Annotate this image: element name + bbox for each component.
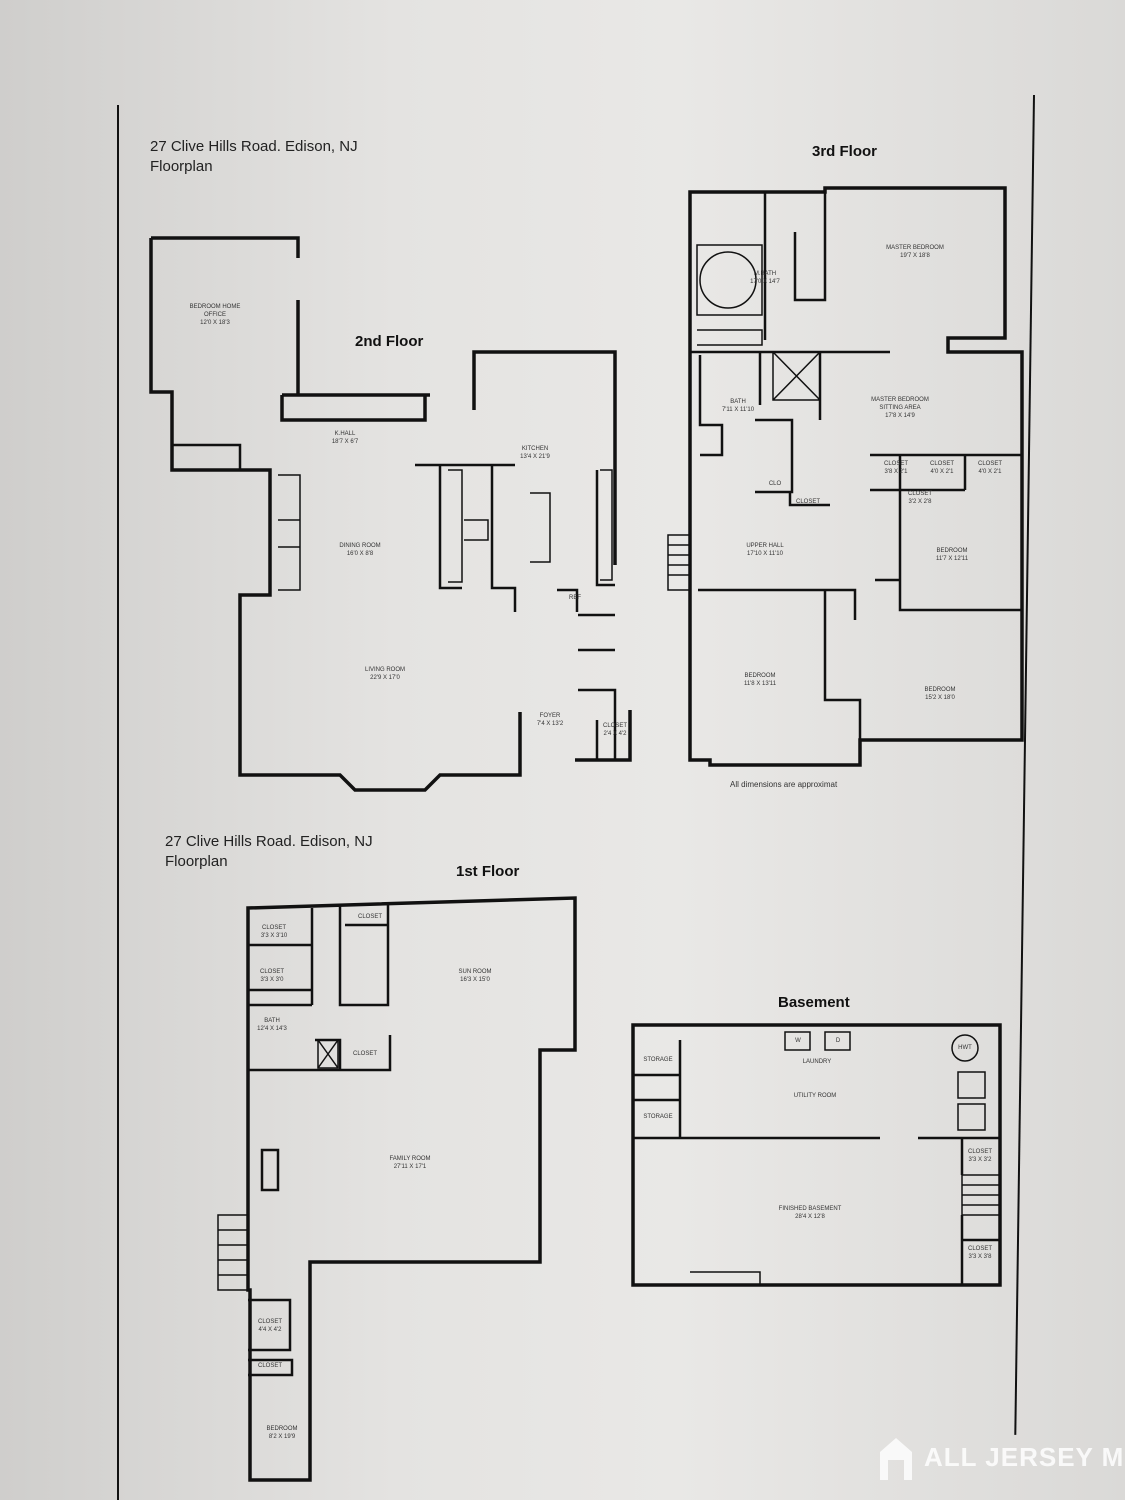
floor-title-third: 3rd Floor [812,143,878,160]
third-floor-tub-basin [699,251,757,309]
second-floor-outline [149,236,632,792]
room-label-hwt: HWT [958,1045,972,1051]
watermark-text: ALL JERSEY MLS [924,1442,1125,1472]
room-label-ref: REF [569,595,581,601]
header-bottom-subtitle: Floorplan [165,853,228,870]
room-label-utility-room: UTILITY ROOM [793,1093,837,1099]
room-label-hall-closet: CLOSET [795,499,820,505]
left-border-line [117,105,119,1500]
basement-fixtures [690,1031,1001,1285]
watermark-logo: ALL JERSEY MLS [876,1428,1125,1486]
second-floor-interior [172,443,617,760]
first-floor-outline [246,896,577,1482]
header-bottom-address: 27 Clive Hills Road. Edison, NJ [165,833,373,850]
floor-title-basement: Basement [778,994,850,1011]
dimensions-note: All dimensions are approximat [730,780,838,789]
room-label-clo: CLO [768,481,782,487]
header-top: 27 Clive Hills Road. Edison, NJ Floorpla… [150,137,358,177]
house-icon [880,1438,912,1480]
room-label-closet-2: CLOSET [357,914,382,920]
first-floor-stairs [217,1039,339,1291]
floor-title-second: 2nd Floor [355,333,424,350]
room-label-dryer: D [835,1038,841,1044]
third-floor-tub [696,244,763,346]
header-bottom: 27 Clive Hills Road. Edison, NJ Floorpla… [165,832,373,872]
basement-water-heater [951,1034,979,1062]
basement-interior [633,1040,1000,1285]
room-label-closet-5: CLOSET [257,1363,282,1369]
header-top-subtitle: Floorplan [150,158,213,175]
room-label-laundry: LAUNDRY [802,1059,832,1065]
third-floor-outline [688,186,1024,767]
first-floor-interior [248,905,392,1377]
basement-outline [631,1023,1002,1287]
third-floor-stairs [667,351,821,591]
room-label-washer: W [795,1038,801,1044]
floor-title-first: 1st Floor [456,863,520,880]
second-floor-fixtures [278,469,613,591]
room-label-storage-1: STORAGE [643,1057,673,1063]
room-label-storage-2: STORAGE [643,1114,673,1120]
header-top-address: 27 Clive Hills Road. Edison, NJ [150,138,358,155]
room-label-closet-bath: CLOSET [352,1051,377,1057]
